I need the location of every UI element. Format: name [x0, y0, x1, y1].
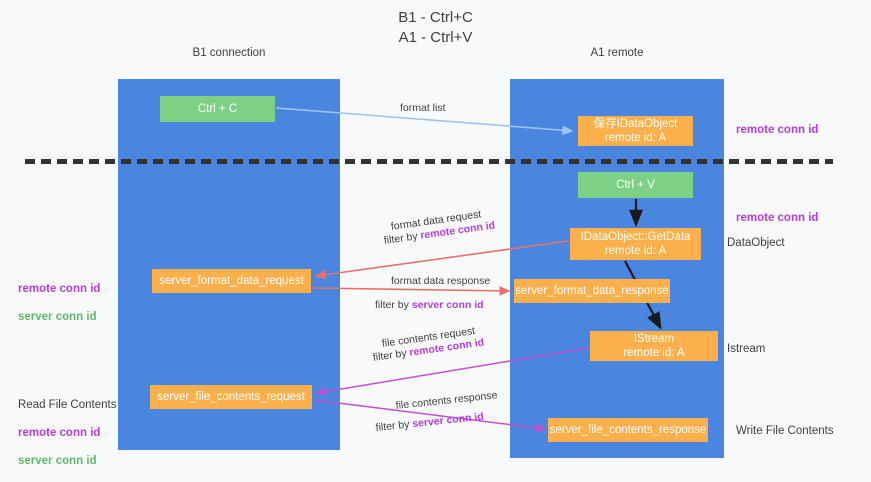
filter-prefix: filter by: [383, 229, 422, 247]
diagram-canvas: B1 - Ctrl+C A1 - Ctrl+V B1 connection A1…: [18, 9, 834, 467]
lane-header-b1: B1 connection: [192, 47, 266, 59]
filter-prefix: filter by: [372, 346, 411, 364]
box-save-idataobject[interactable]: 保存IDataObject remote id: A: [578, 116, 693, 146]
filter-prefix: filter by: [375, 418, 413, 434]
box-server-file-contents-request[interactable]: server_file_contents_request: [150, 385, 312, 409]
box-ctrl-v[interactable]: Ctrl + V: [578, 172, 693, 198]
annotation-remote-conn-id-top: remote conn id: [736, 124, 819, 136]
lane-header-a1: A1 remote: [590, 47, 644, 59]
filter-key-server-conn-id: server conn id: [411, 410, 485, 431]
arrow-label-format-data-response: format data response: [391, 275, 491, 287]
annotation-left-middle: remote conn id server conn id: [18, 268, 110, 338]
box-ctrl-c[interactable]: Ctrl + C: [160, 96, 275, 122]
annotation-left-bottom-remote: remote conn id: [18, 427, 101, 439]
box-istream[interactable]: IStream remote id: A: [590, 331, 718, 361]
annotation-istream: Istream: [727, 343, 766, 355]
annotation-left-mid-remote: remote conn id: [18, 283, 101, 295]
box-server-format-data-request[interactable]: server_format_data_request: [152, 269, 311, 293]
phase-divider-dashed-line: [25, 159, 833, 164]
arrow-label-format-data-response-filter: filter by server conn id: [375, 298, 484, 312]
annotation-left-mid-server: server conn id: [18, 311, 97, 323]
arrow-label-file-contents-response-filter: filter by server conn id: [375, 410, 484, 435]
annotation-read-file-contents: Read File Contents: [18, 399, 117, 411]
annotation-write-file-contents: Write File Contents: [736, 425, 834, 437]
arrow-label-format-list: format list: [400, 102, 446, 114]
box-server-format-data-response[interactable]: server_format_data_response: [514, 279, 670, 303]
filter-key-server-conn-id: server conn id: [411, 299, 484, 311]
diagram-title: B1 - Ctrl+C A1 - Ctrl+V: [398, 9, 473, 46]
annotation-remote-conn-id-mid: remote conn id: [736, 212, 819, 224]
filter-prefix: filter by: [375, 299, 412, 311]
annotation-left-bottom-server: server conn id: [18, 455, 97, 467]
box-idataobject-getdata[interactable]: IDataObject::GetData remote id: A: [570, 228, 701, 260]
annotation-left-bottom: Read File Contents remote conn id server…: [18, 384, 128, 482]
annotation-dataobject: DataObject: [727, 237, 785, 249]
box-server-file-contents-response[interactable]: server_file_contents_response: [548, 418, 708, 442]
